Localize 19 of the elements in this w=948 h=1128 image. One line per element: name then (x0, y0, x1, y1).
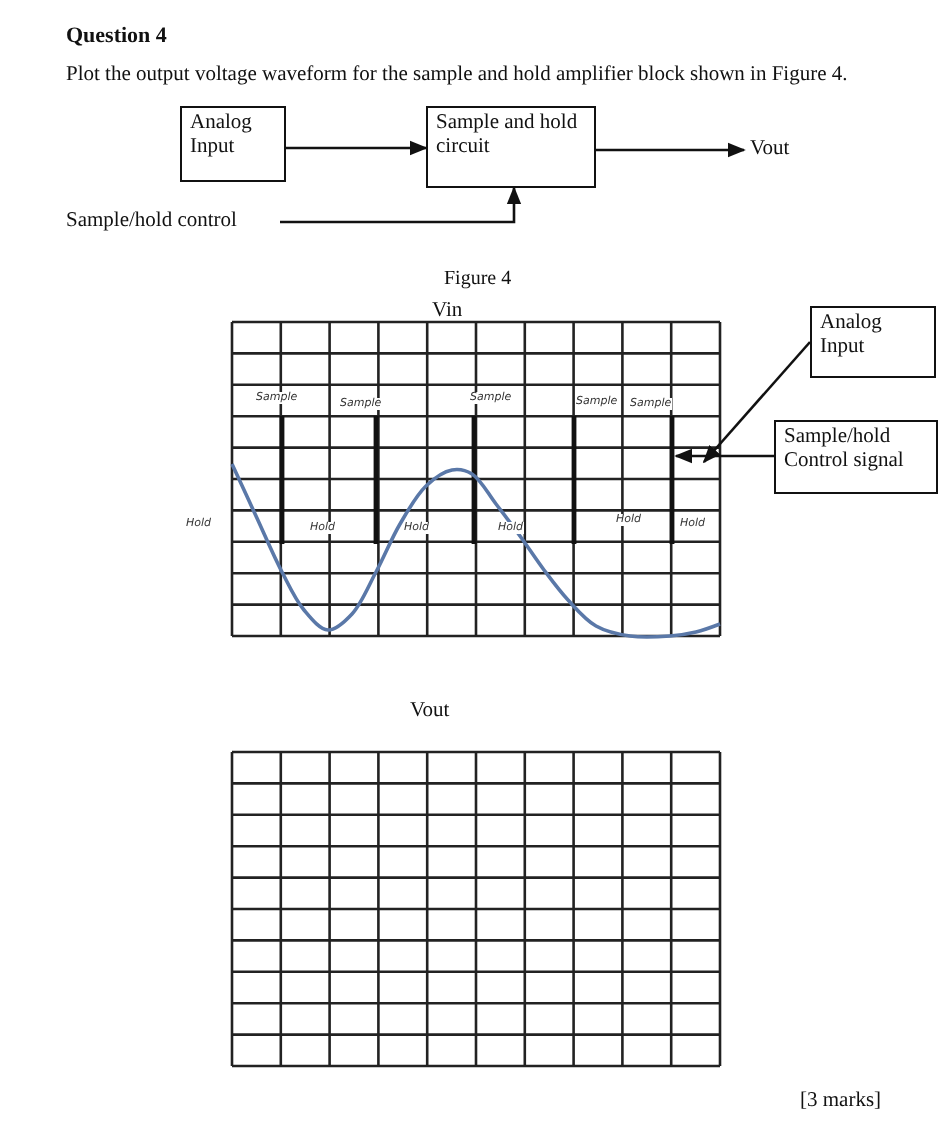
figure-caption: Figure 4 (444, 268, 512, 290)
input-label: Sample/hold control (66, 210, 274, 234)
axis-title: Vin (432, 300, 463, 322)
arrow (280, 186, 522, 224)
process-box: Sample and hold circuit (426, 106, 596, 188)
axis-title: Vout (410, 700, 450, 722)
question-text: Plot the output voltage waveform for the sample and hold amplifier block shown in Figure 4. (66, 64, 848, 86)
arrow (674, 448, 774, 464)
output-label: Vout (750, 138, 802, 162)
analog-waveform (230, 463, 721, 639)
callout-box: Analog Input (810, 306, 936, 378)
process-box: Analog Input (180, 106, 286, 182)
control-signal-drawing (279, 416, 675, 544)
question-heading: Question 4 (66, 24, 167, 48)
callout-box: Sample/hold Control signal (774, 420, 938, 494)
arrow (286, 140, 428, 156)
arrow (596, 142, 746, 158)
marks-note: [3 marks] (800, 1090, 882, 1112)
arrow (702, 341, 811, 464)
